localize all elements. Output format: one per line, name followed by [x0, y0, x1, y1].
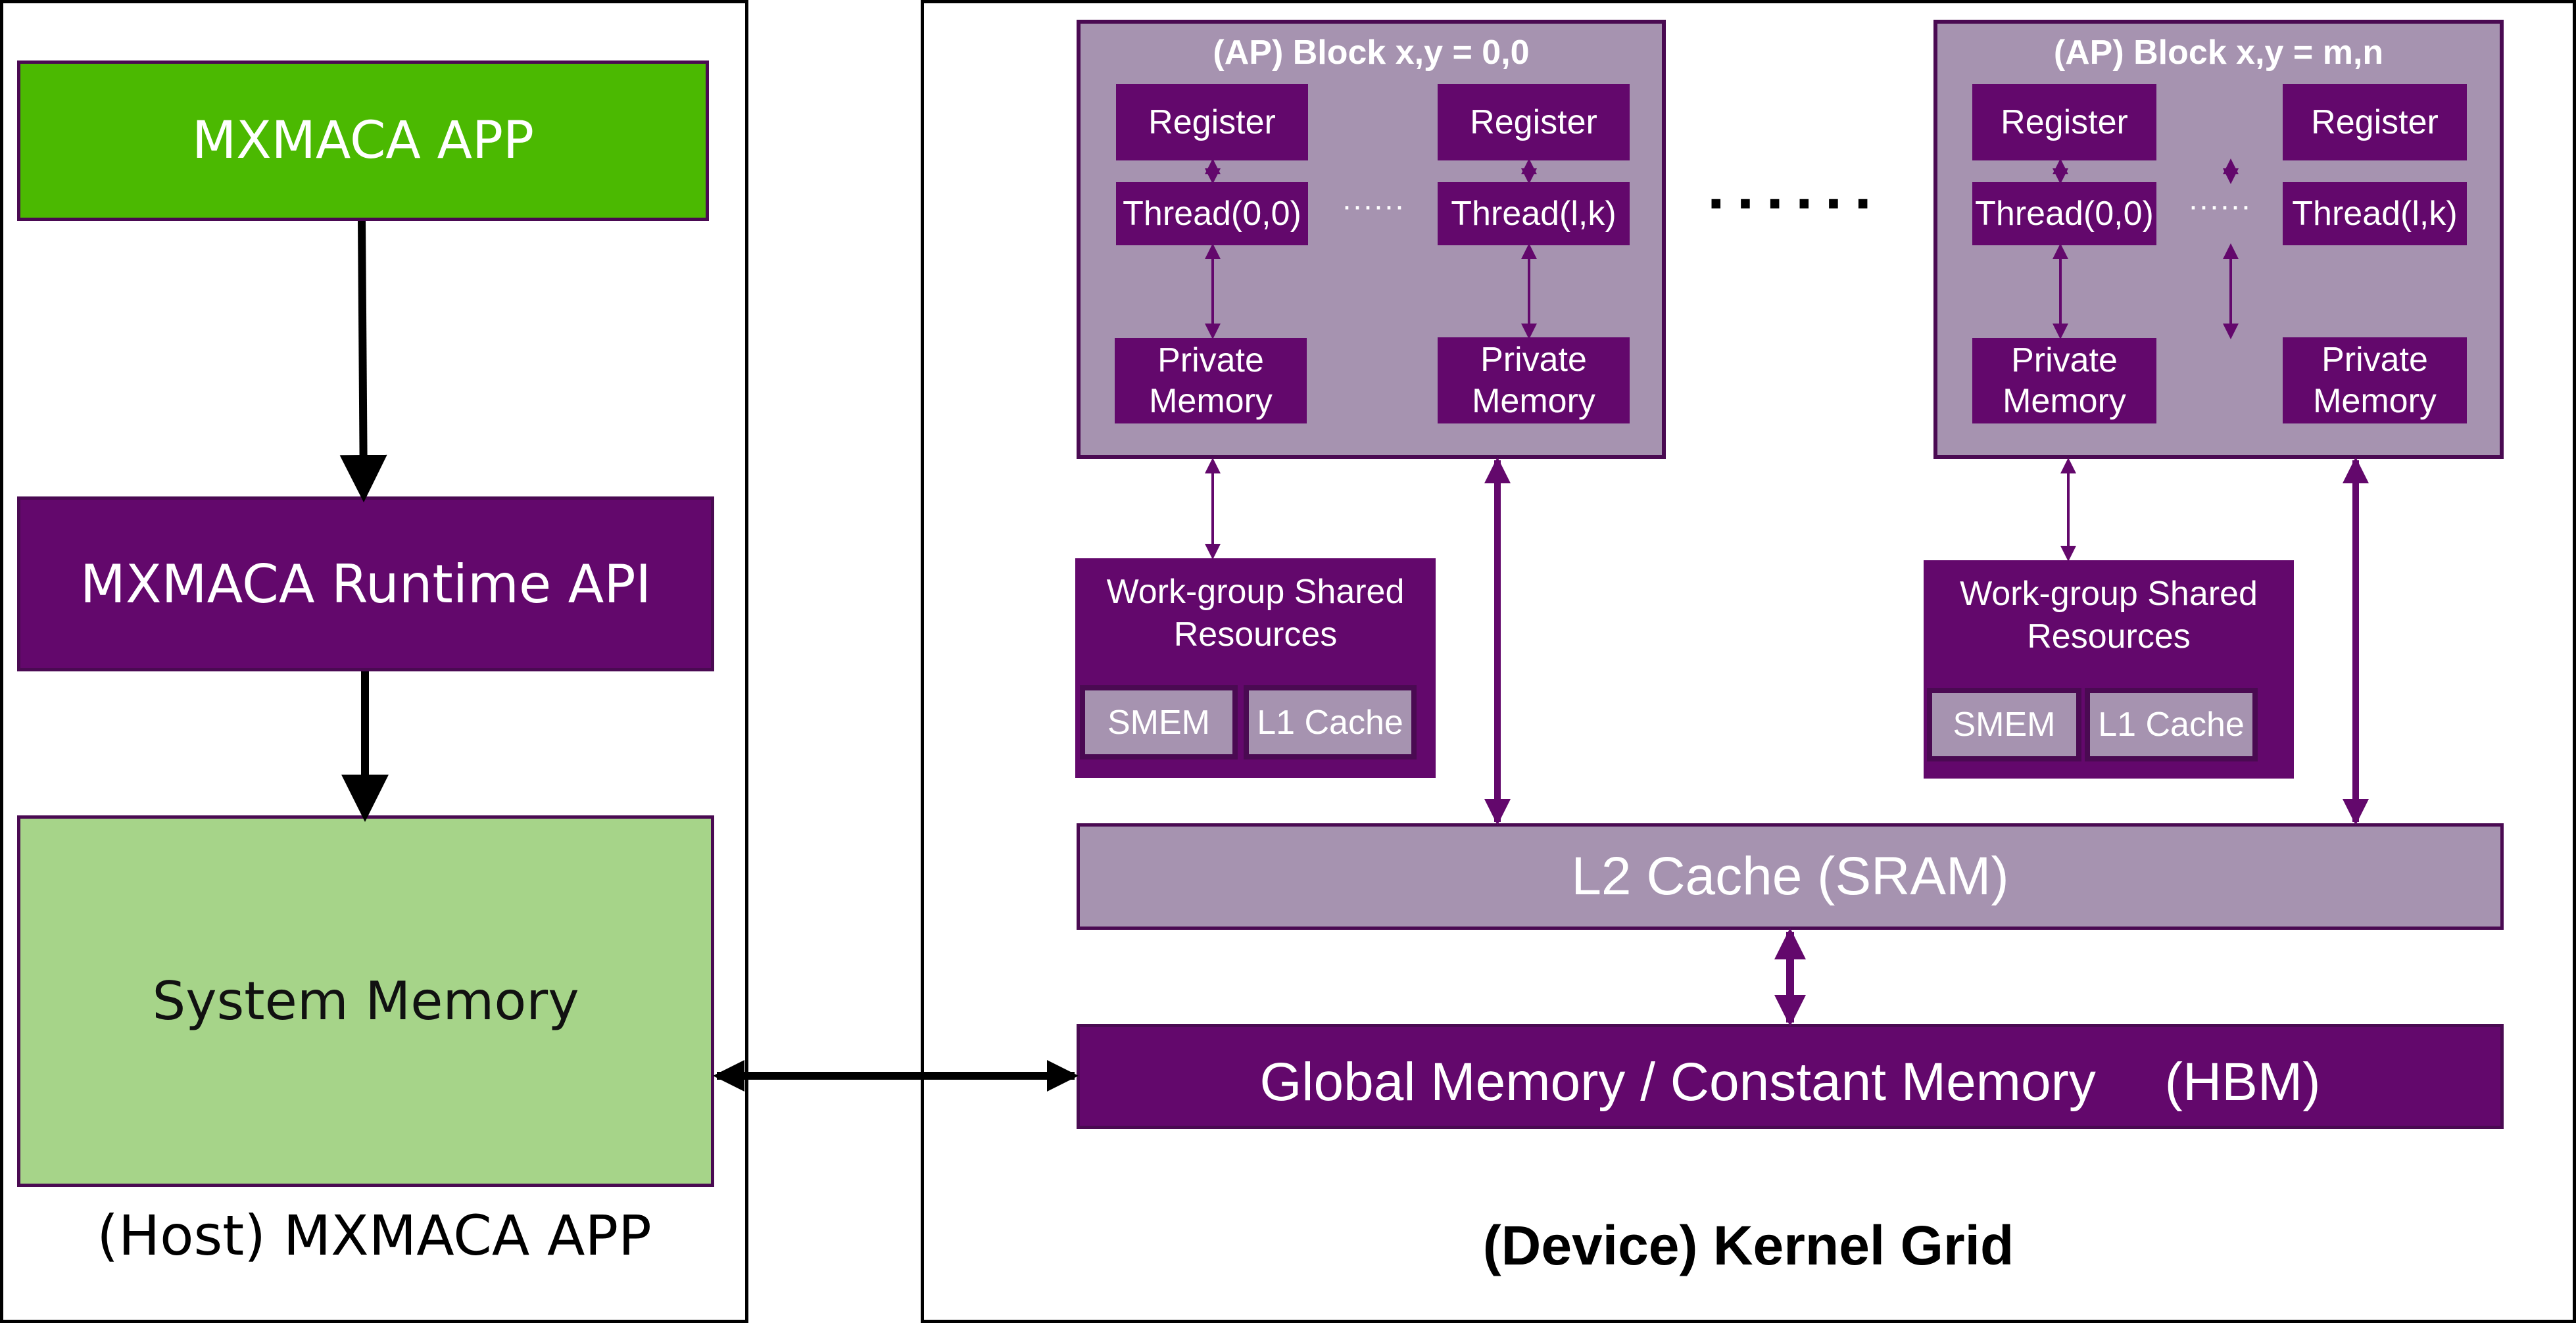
register-label: Register	[1148, 103, 1276, 141]
l1-cache-box: L1 Cache	[1244, 685, 1417, 759]
smem-box: SMEM	[1927, 688, 2081, 761]
shared-resources-title: Work-group Shared Resources	[1924, 573, 2294, 658]
private-label: Private	[2011, 341, 2118, 379]
thread-label: Thread(l,k)	[2292, 195, 2458, 233]
l1-cache-label: L1 Cache	[2098, 706, 2245, 744]
shared-title-line2: Resources	[1173, 615, 1338, 654]
register-label: Register	[2001, 103, 2128, 141]
shared-title-line2: Resources	[2027, 617, 2191, 656]
block-0-0-thread-b: Thread(l,k)	[1438, 182, 1630, 245]
block-m-n-private-b: Private Memory	[2283, 337, 2467, 423]
block-m-n-thread-b: Thread(l,k)	[2283, 182, 2467, 245]
register-label: Register	[1470, 103, 1597, 141]
private-label: Private	[1157, 341, 1264, 379]
system-memory-box: System Memory	[17, 815, 714, 1187]
global-memory-label: Global Memory / Constant Memory (HBM)	[1259, 1051, 2321, 1112]
device-caption: (Device) Kernel Grid	[1482, 1215, 2014, 1276]
block-ellipsis: ......	[1707, 152, 1884, 222]
block-0-0-register-b: Register	[1438, 84, 1630, 160]
host-caption: (Host) MXMACA APP	[97, 1203, 652, 1268]
l1-cache-label: L1 Cache	[1257, 703, 1403, 742]
memory-label: Memory	[1472, 381, 1595, 420]
block-0-0-title: (AP) Block x,y = 0,0	[1213, 34, 1530, 72]
block-m-n-register-a: Register	[1972, 84, 2156, 160]
block-m-n-thread-a: Thread(0,0)	[1972, 182, 2156, 245]
shared-resources-title: Work-group Shared Resources	[1075, 571, 1436, 656]
smem-label: SMEM	[1953, 706, 2056, 744]
smem-box: SMEM	[1080, 685, 1238, 759]
block-m-n-register-b: Register	[2283, 84, 2467, 160]
thread-ellipsis: ······	[2188, 189, 2251, 224]
memory-label: Memory	[1149, 382, 1273, 420]
shared-title-line1: Work-group Shared	[1106, 573, 1405, 611]
thread-ellipsis: ······	[1342, 189, 1405, 224]
mxmaca-app-box: MXMACA APP	[17, 60, 709, 221]
system-memory-label: System Memory	[152, 971, 579, 1032]
global-memory-box: Global Memory / Constant Memory (HBM)	[1077, 1024, 2504, 1129]
private-label: Private	[2321, 341, 2428, 379]
memory-label: Memory	[2003, 382, 2126, 420]
shared-title-line1: Work-group Shared	[1960, 575, 2258, 613]
register-label: Register	[2311, 103, 2439, 141]
block-m-n-title: (AP) Block x,y = m,n	[2053, 34, 2384, 72]
thread-label: Thread(0,0)	[1975, 195, 2154, 233]
l1-cache-box: L1 Cache	[2085, 688, 2258, 761]
block-0-0-private-a: Private Memory	[1115, 338, 1307, 423]
thread-label: Thread(l,k)	[1451, 195, 1616, 233]
block-0-0-register-a: Register	[1116, 84, 1308, 160]
runtime-api-box: MXMACA Runtime API	[17, 496, 714, 671]
l2-cache-label: L2 Cache (SRAM)	[1571, 846, 2009, 906]
block-m-n-private-a: Private Memory	[1972, 338, 2156, 423]
private-label: Private	[1480, 341, 1587, 379]
smem-label: SMEM	[1107, 703, 1210, 742]
l2-cache-box: L2 Cache (SRAM)	[1077, 823, 2504, 930]
thread-label: Thread(0,0)	[1123, 195, 1301, 233]
block-0-0-private-b: Private Memory	[1438, 337, 1630, 423]
block-0-0-thread-a: Thread(0,0)	[1116, 182, 1308, 245]
runtime-api-label: MXMACA Runtime API	[80, 553, 652, 615]
memory-label: Memory	[2313, 381, 2437, 420]
mxmaca-app-label: MXMACA APP	[191, 111, 535, 170]
